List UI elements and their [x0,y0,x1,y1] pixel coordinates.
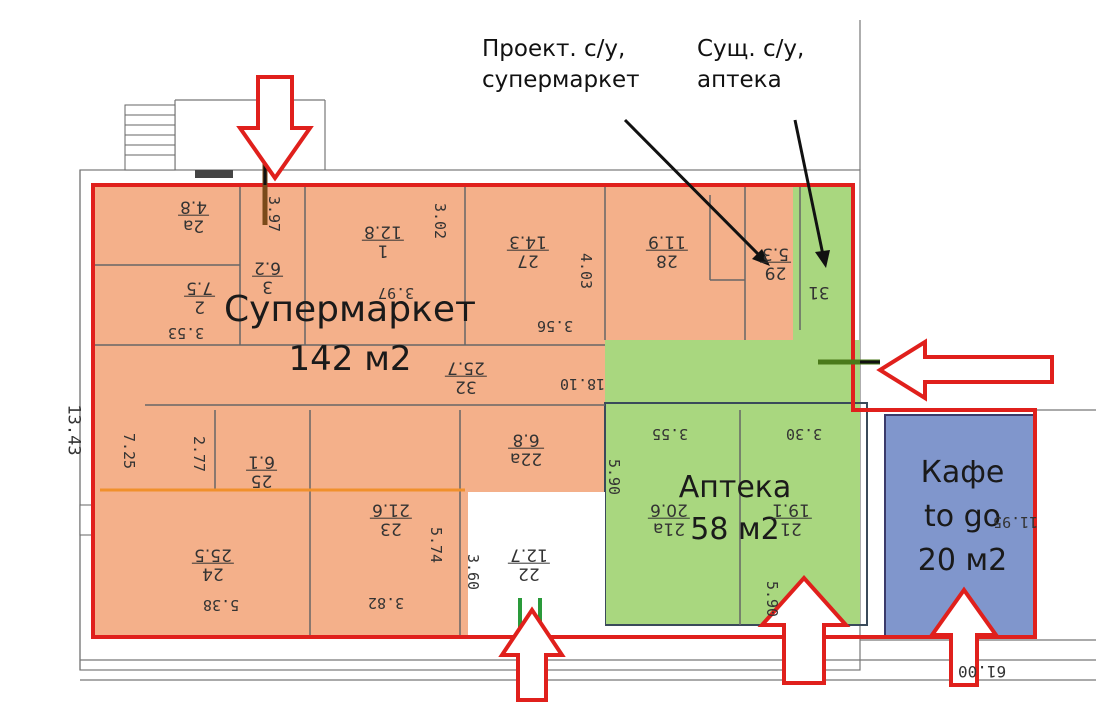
supermarket-area: 142 м2 [288,339,412,380]
entrance-arrows [236,75,1054,702]
arrow-pharmacy-entrance [757,574,851,685]
dim-4-03: 4.03 [577,252,596,290]
pharmacy-area: 58 м2 [690,512,780,547]
supermarket-zone [93,185,793,638]
dim-5-90a: 5.90 [605,458,624,496]
dim-3-53: 3.53 [168,324,205,342]
dim-3-60: 3.60 [464,553,483,591]
annotation-proposed-wc-line1: Проект. с/у, [482,36,626,62]
pointer-proposed-wc [623,118,764,260]
cafe-label: Кафе to go 20 м2 [895,455,1030,579]
room-label-31: 31 [808,281,830,302]
supermarket-name: Супермаркет [224,289,476,330]
cafe-area: 20 м2 [917,543,1008,578]
arrow-bottom-entrance [498,606,566,702]
dim-3-82: 3.82 [368,594,405,612]
dim-5-38: 5.38 [203,596,240,614]
dim-18-10: 18.10 [560,375,606,393]
supermarket-boundary [91,183,1037,639]
dim-3-30: 3.30 [786,425,823,443]
annotation-existing-wc: Сущ. с/у, аптека [697,34,804,96]
cafe-name: Кафе [920,455,1005,490]
annotation-existing-wc-line1: Сущ. с/у, [697,36,805,62]
hatched-wall [195,170,233,178]
cafe-name-2: to go [923,499,1002,534]
pharmacy-name: Аптека [678,470,792,505]
arrow-top-entrance [236,75,314,182]
dim-61-00: 61.00 [958,662,1007,681]
pharmacy-label: Аптека 58 м2 [645,470,825,548]
plan-outline [79,20,1096,681]
dim-3-02: 3.02 [431,202,450,240]
arrow-cafe-entrance [928,586,1000,687]
dim-5-90b: 5.90 [763,580,782,618]
dim-3-97a: 3.97 [265,195,284,233]
stairs [124,104,176,171]
dim-3-97b: 3.97 [378,284,415,302]
dim-2-77: 2.77 [190,435,209,473]
annotation-proposed-wc-line2: супермаркет [482,67,640,94]
annotation-existing-wc-line2: аптека [697,67,782,94]
dim-11-95: 11.95 [993,513,1039,531]
annotation-proposed-wc: Проект. с/у, супермаркет [482,34,640,96]
pointer-existing-wc [793,119,825,256]
dim-7-25: 7.25 [120,432,139,470]
dim-3-55: 3.55 [652,425,689,443]
dim-13-43: 13.43 [63,404,84,456]
supermarket-label: Супермаркет 142 м2 [205,288,495,380]
dim-3-56a: 3.56 [537,317,574,335]
interior-walls [93,185,801,638]
dim-5-74: 5.74 [427,526,446,564]
arrow-right-entrance [876,338,1054,402]
